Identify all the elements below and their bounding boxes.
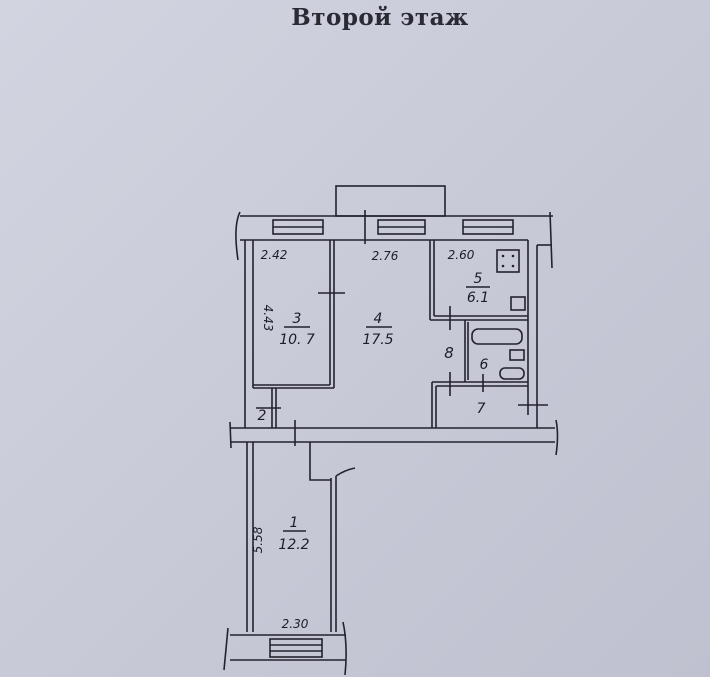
room-4-number: 4 xyxy=(374,311,383,327)
walls xyxy=(223,210,559,676)
room-1-area: 12.2 xyxy=(278,537,309,553)
stove-icon xyxy=(496,249,520,273)
windows xyxy=(269,219,514,658)
washbasin-icon xyxy=(509,349,525,361)
room-4-width: 2.76 xyxy=(372,249,399,263)
room-3-area: 10. 7 xyxy=(279,332,315,348)
room-4-area: 17.5 xyxy=(362,332,393,348)
room-1-width: 2.30 xyxy=(282,617,309,631)
floor-title: Второй этаж xyxy=(291,4,469,31)
sink-icon xyxy=(510,296,526,311)
room-3-width: 2.42 xyxy=(261,248,288,262)
room-2-number: 2 xyxy=(258,408,267,424)
room-5-number: 5 xyxy=(474,271,483,287)
room-5-width: 2.60 xyxy=(448,248,475,262)
room-8-number: 8 xyxy=(444,344,454,362)
room-1-length: 5.58 xyxy=(251,526,265,553)
room-6-number: 6 xyxy=(480,357,489,373)
dimension-labels: 2.42 2.76 2.60 4.43 5.58 2.30 xyxy=(251,248,475,631)
toilet-icon xyxy=(499,367,525,380)
room-labels: 3 10. 7 4 17.5 5 6.1 6 7 8 2 1 12.2 xyxy=(258,271,490,553)
room-3-length: 4.43 xyxy=(261,305,275,332)
room-7-number: 7 xyxy=(477,401,486,417)
room-3-number: 3 xyxy=(293,311,302,327)
bathtub-icon xyxy=(471,328,523,345)
balcony xyxy=(335,185,446,217)
room-1-number: 1 xyxy=(290,515,299,531)
room-5-area: 6.1 xyxy=(467,290,489,306)
